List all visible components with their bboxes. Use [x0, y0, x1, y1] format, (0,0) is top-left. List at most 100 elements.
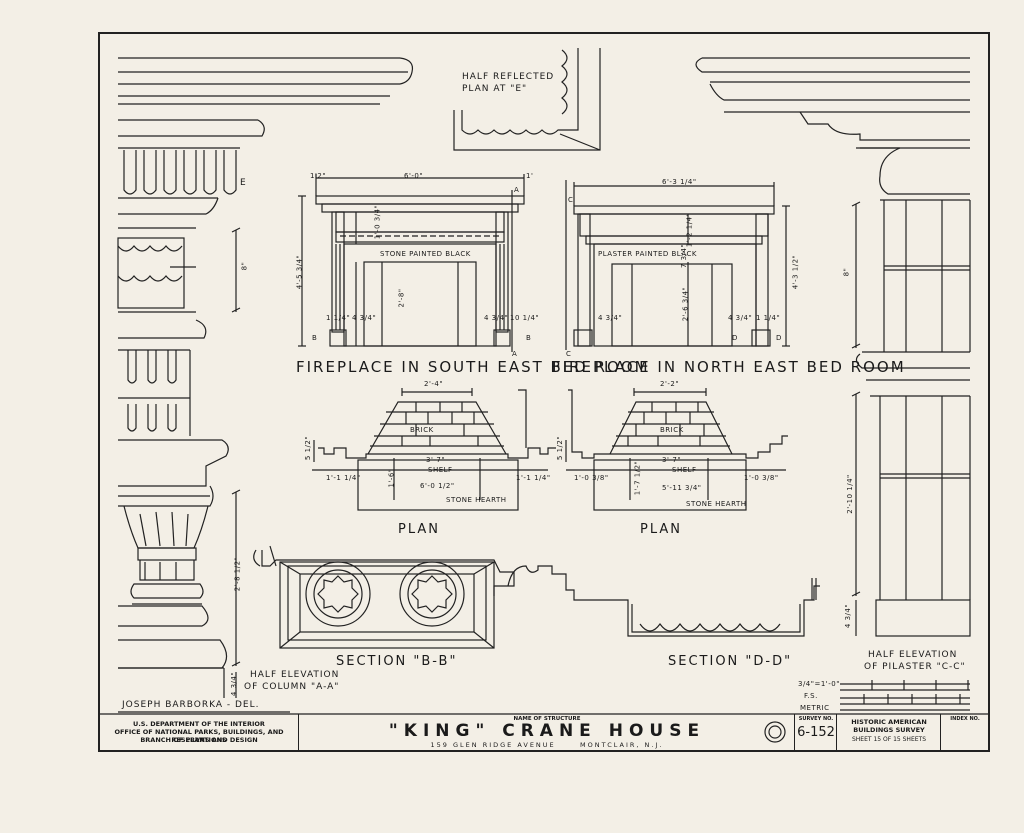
se-stone-label: STONE PAINTED BLACK [380, 250, 471, 258]
plan1-opening-dim: 3'-7" [426, 456, 446, 464]
column-dim-1: 8" [240, 261, 249, 271]
plan1-top-dim: 2'-4" [424, 380, 444, 388]
survey-number: 6-152 [797, 725, 835, 740]
plan1-shelf-label: SHELF [428, 466, 453, 474]
column-dim-2: 2'-8 1/2" [233, 556, 242, 592]
ne-marker-c-bottom: C [566, 350, 572, 358]
se-height-dim: 4'-5 3/4" [295, 254, 304, 290]
agency-line-1: U.S. DEPARTMENT OF THE INTERIOR [133, 720, 265, 728]
plan2-hearth-label: STONE HEARTH [686, 500, 747, 508]
ne-b-right-dim: 1 1/4" [756, 314, 781, 322]
habs-cell: HISTORIC AMERICAN BUILDINGS SURVEY SHEET… [836, 714, 940, 750]
sheet-info: SHEET 15 OF 15 SHEETS [851, 736, 926, 743]
se-frieze-dim: 1'-0 3/4" [373, 204, 382, 240]
plan1-total-dim: 6'-0 1/2" [420, 482, 455, 490]
survey-caption: SURVEY NO. [798, 716, 834, 722]
title-block: U.S. DEPARTMENT OF THE INTERIOR OFFICE O… [100, 714, 988, 750]
ne-b-mid-dim: 4 3/4" [728, 314, 753, 322]
se-b-right-dim: 10 1/4" [510, 314, 540, 322]
plan2-depth-dim: 1'-7 1/2" [633, 460, 642, 496]
marker-e: E [240, 178, 247, 188]
section-bb [253, 545, 515, 649]
ne-height-dim: 4'-3 1/2" [791, 254, 800, 290]
pilaster-dim-3: 4 3/4" [844, 603, 853, 629]
ne-frieze-dim: 1'-2 1/4" [685, 212, 694, 248]
plan1-title: PLAN [398, 522, 440, 537]
plan1-left-dim: 1'-1 1/4" [326, 474, 361, 482]
section-dd [507, 565, 820, 637]
plan-ne [565, 388, 788, 511]
plan2-right-dim: 1'-0 3/8" [744, 474, 779, 482]
column-elevation [117, 57, 414, 698]
structure-cell: NAME OF STRUCTURE "KING" CRANE HOUSE 159… [298, 714, 794, 750]
ne-side-dim: 7 3/4" [680, 243, 689, 269]
habs-line-2: BUILDINGS SURVEY [853, 726, 925, 734]
fireplace-ne-title: FIREPLACE IN NORTH EAST BED ROOM [552, 358, 906, 376]
habs-line-1: HISTORIC AMERICAN [851, 718, 927, 726]
column-elev-label-1: HALF ELEVATION [250, 670, 340, 680]
agency-cell: U.S. DEPARTMENT OF THE INTERIOR OFFICE O… [100, 714, 298, 750]
plan-se [312, 388, 556, 511]
se-opening-dim: 2'-8" [397, 288, 406, 308]
fireplace-ne-elevation [565, 180, 790, 350]
se-marker-a-bottom: A [512, 350, 518, 358]
pilaster-elev-label-1: HALF ELEVATION [868, 650, 958, 660]
ne-marker-d-right: D [776, 334, 782, 342]
scale-imperial-label: 3/4"=1'-0" [798, 680, 840, 688]
plan2-shelf-label: SHELF [672, 466, 697, 474]
sheet-border [98, 32, 990, 752]
se-right-margin-dim: 1' [526, 172, 534, 180]
title-block-lines [100, 711, 988, 743]
plan1-hearth-label: STONE HEARTH [446, 496, 507, 504]
pilaster-dim-1: 8" [842, 267, 851, 277]
pilaster-elev-label-2: OF PILASTER "C-C" [864, 662, 966, 672]
reflected-plan [453, 48, 601, 151]
section-bb-title: SECTION "B-B" [336, 654, 458, 669]
column-dim-3: 4 3/4" [230, 671, 239, 697]
plan1-brick-label: BRICK [410, 426, 434, 434]
plan2-top-dim: 2'-2" [660, 380, 680, 388]
delineator-credit: JOSEPH BARBORKA - DEL. [122, 700, 260, 710]
fireplace-se-title: FIREPLACE IN SOUTH EAST BED ROOM [296, 358, 650, 376]
se-b-mid-dim: 4 3/4" [352, 314, 377, 322]
structure-name: "KING" CRANE HOUSE [388, 721, 706, 741]
plan2-opening-dim: 3'-7" [662, 456, 682, 464]
pilaster-dim-2: 2'-10 1/4" [845, 474, 854, 514]
plan2-total-dim: 5'-11 3/4" [662, 484, 702, 492]
index-caption: INDEX NO. [950, 716, 980, 722]
survey-cell: SURVEY NO. 6-152 [794, 714, 836, 750]
se-b-mid2-dim: 4 3/4" [484, 314, 509, 322]
se-marker-b-right: B [526, 334, 532, 342]
se-left-margin-dim: 1'2" [310, 172, 327, 180]
plan1-side-dim: 5 1/2" [304, 435, 313, 461]
scale-metric-label: METRIC [800, 704, 830, 712]
agency-line-3: BRANCH OF PLANS AND DESIGN [140, 736, 258, 744]
se-marker-a-top: A [514, 186, 520, 194]
structure-address: 159 GLEN RIDGE AVENUE MONTCLAIR, N.J. [430, 741, 664, 749]
plan2-brick-label: BRICK [660, 426, 684, 434]
plan2-left-dim: 1'-0 3/8" [574, 474, 609, 482]
ne-marker-c-top: C [568, 196, 574, 204]
agency-line-2: OFFICE OF NATIONAL PARKS, BUILDINGS, AND… [114, 728, 284, 744]
plan2-title: PLAN [640, 522, 682, 537]
pilaster-elevation [695, 57, 971, 637]
reflected-plan-label-2: PLAN AT "E" [462, 84, 528, 94]
ne-marker-d-left: D [732, 334, 738, 342]
section-dd-title: SECTION "D-D" [668, 654, 793, 669]
ne-plaster-label: PLASTER PAINTED BLACK [598, 250, 697, 258]
fireplace-se-elevation [298, 174, 525, 352]
reflected-plan-label-1: HALF REFLECTED [462, 72, 555, 82]
index-cell: INDEX NO. [940, 714, 988, 750]
plan1-right-dim: 1'-1 1/4" [516, 474, 551, 482]
se-width-dim: 6'-0" [404, 172, 424, 180]
ne-width-dim: 6'-3 1/4" [662, 178, 697, 186]
se-marker-b-left: B [312, 334, 318, 342]
graphic-scale [840, 680, 970, 711]
plan1-depth-dim: 1'-6" [387, 468, 396, 488]
ne-b-left-dim: 4 3/4" [598, 314, 623, 322]
name-caption: NAME OF STRUCTURE [513, 716, 581, 722]
scale-fs-label: F.S. [804, 692, 818, 700]
ne-opening-dim: 2'-6 3/4" [681, 286, 690, 322]
plan2-side-dim: 5 1/2" [556, 435, 565, 461]
column-elev-label-2: OF COLUMN "A-A" [244, 682, 340, 692]
